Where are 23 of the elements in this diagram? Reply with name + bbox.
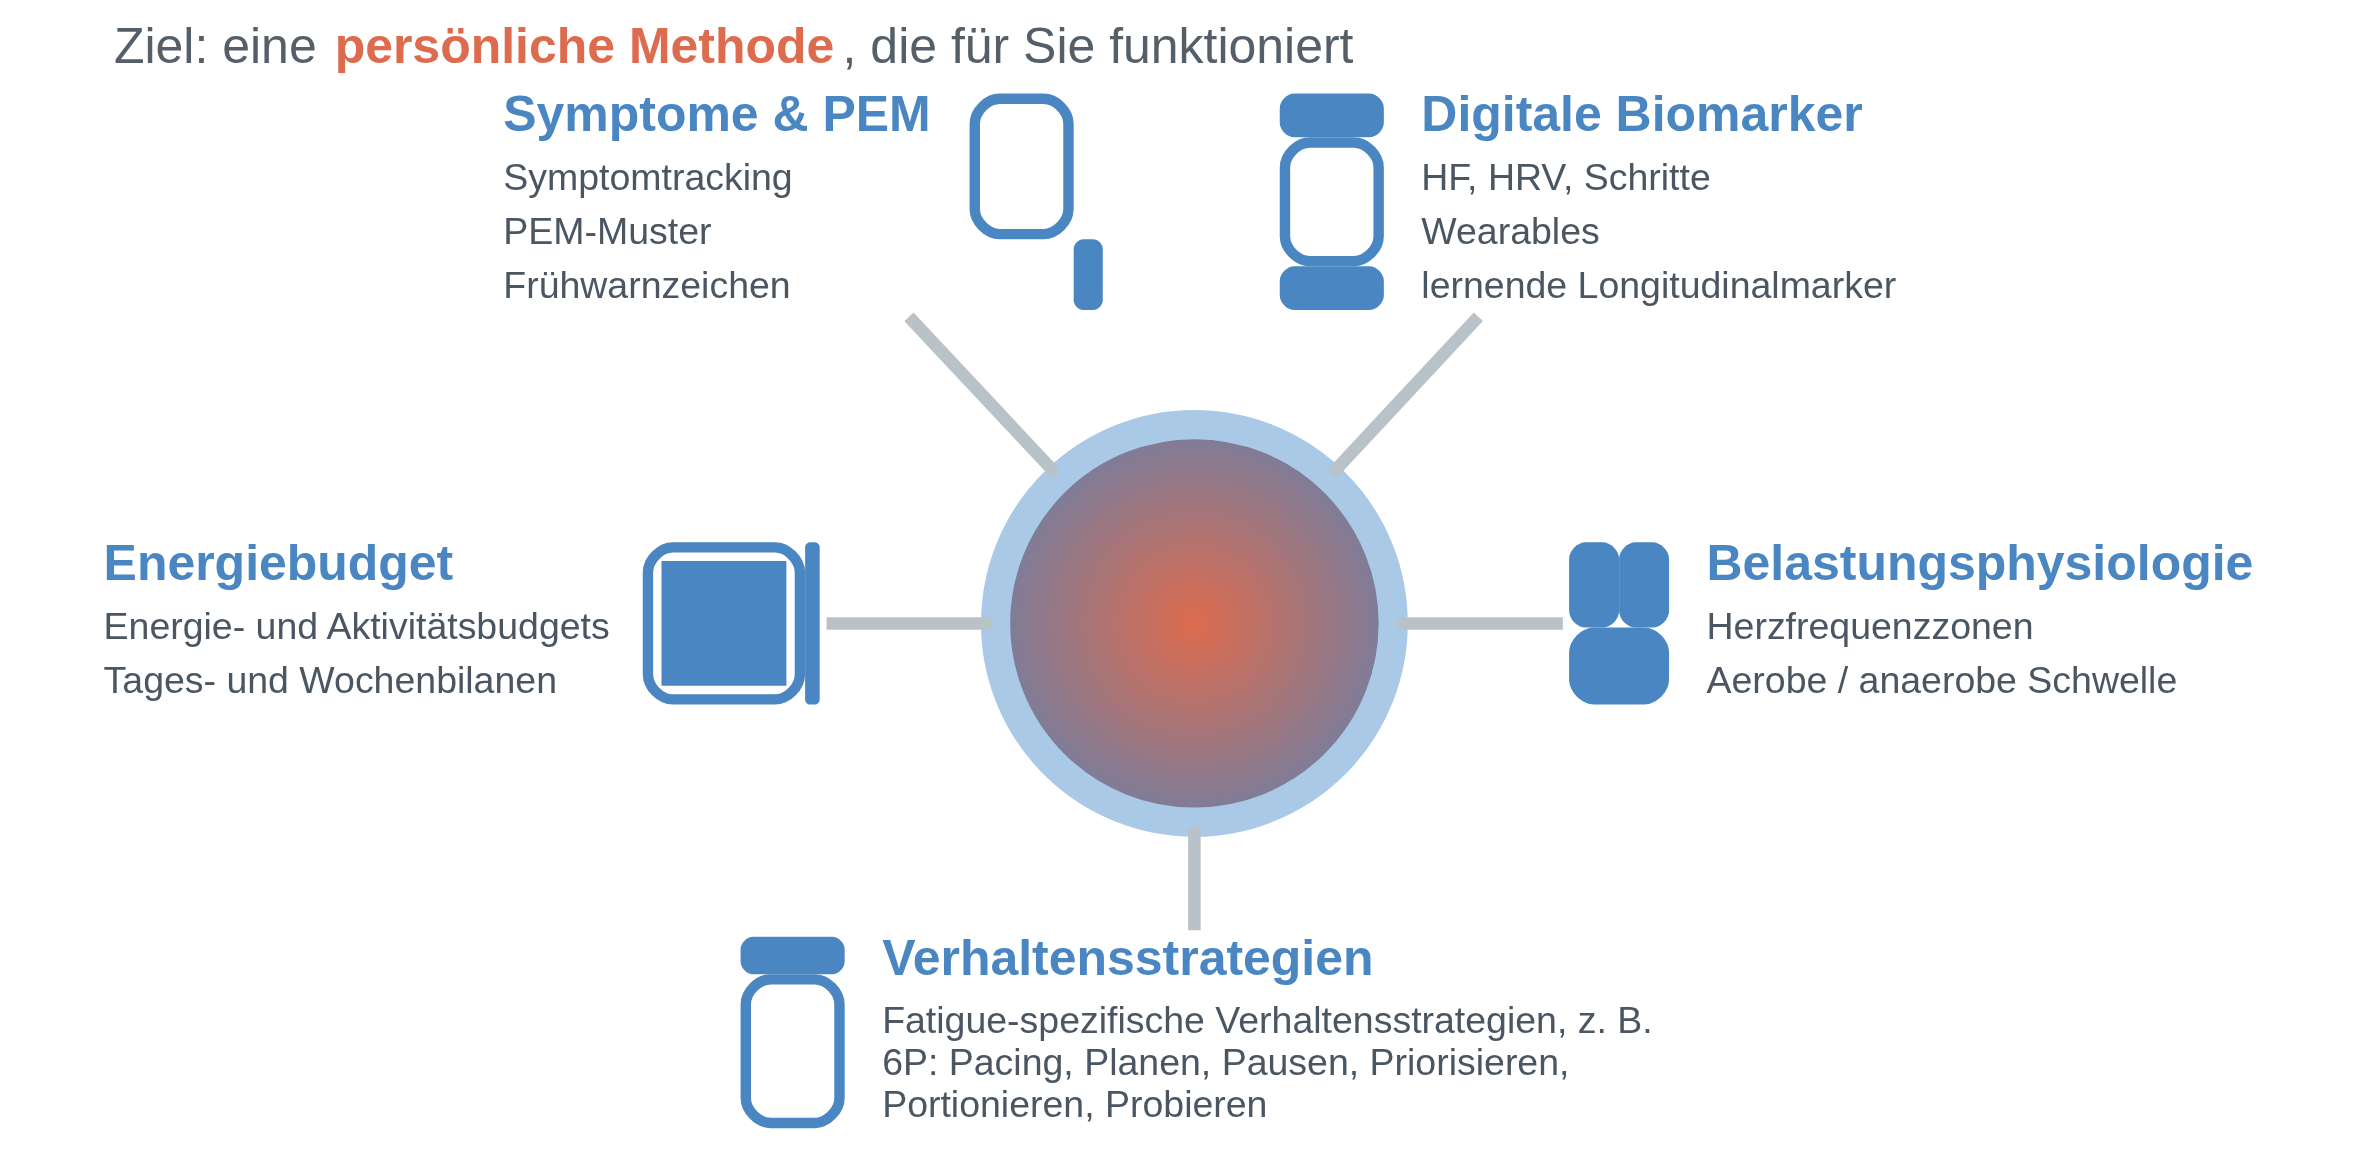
node-label: Symptomtracking [502, 156, 793, 199]
node-label: PEM-Muster [502, 210, 711, 253]
connector [826, 617, 991, 630]
node-label: Digitale Biomarker [1420, 86, 1863, 143]
node-label: HF, HRV, Schritte [1420, 156, 1711, 199]
connector [903, 312, 1061, 478]
node-label: Verhaltensstrategien [881, 929, 1374, 986]
connector [1327, 312, 1483, 478]
connector [1397, 617, 1563, 630]
node-label: Energiebudget [103, 535, 453, 592]
node-label: Energie- und Aktivitätsbudgets [103, 604, 610, 647]
node-label: Herzfrequenzzonen [1706, 604, 2034, 647]
diagram-title: Ziel: eine persönliche Methode, die für Sie funktioniert [113, 17, 1353, 74]
node-label: Fatigue-spezifische Verhaltensstrategien, z. B. 6P: Pacing, Planen, Pausen, Priorisieren, Portionieren, Probieren [881, 999, 1653, 1125]
node-label: Wearables [1420, 210, 1600, 253]
node-label: lernende Longitudinalmarker [1420, 264, 1896, 307]
node-circle [980, 410, 1408, 837]
node-label: Belastungsphysiologie [1706, 535, 2253, 592]
connector [1187, 826, 1201, 931]
node-label: Aerobe / anaerobe Schwelle [1706, 658, 2177, 701]
node-label: Symptome & PEM [502, 86, 931, 143]
node-label: Frühwarnzeichen [502, 264, 791, 307]
node-label: Tages- und Wochenbilanen [103, 658, 557, 701]
